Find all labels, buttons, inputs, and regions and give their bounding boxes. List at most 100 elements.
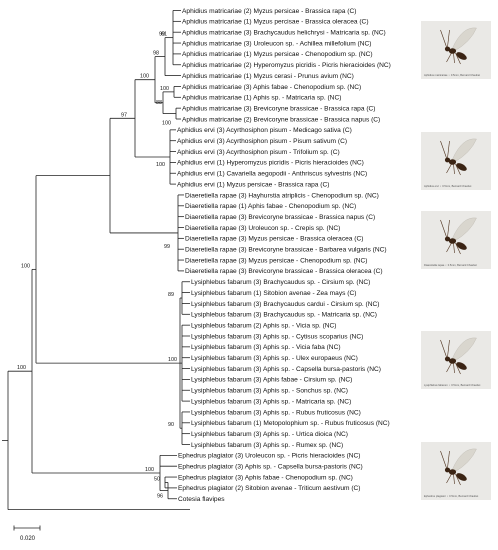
taxon-label: Aphidius matricariae (2) Hyperomyzus pic… xyxy=(182,62,391,69)
taxon-label: Lysiphlebus fabarum (3) Brachycaudus sp.… xyxy=(191,279,370,286)
wasp-legs xyxy=(446,163,461,176)
taxon-label: Diaeretiella rapae (3) Myzus persicae - … xyxy=(185,257,368,264)
specimen-photo: Aphidius matricariae ♀ 0.5mm, Bernard Ch… xyxy=(421,21,491,79)
wasp-antenna xyxy=(447,450,450,469)
wasp-head xyxy=(444,157,451,163)
tree-branches xyxy=(2,10,190,511)
wasp-antenna xyxy=(447,29,450,48)
wasp-wing xyxy=(452,337,477,362)
bootstrap-value: 100 xyxy=(145,467,154,473)
taxon-label: Aphidius ervi (1) Cavariella aegopodii -… xyxy=(177,171,367,178)
wasp-head xyxy=(444,236,451,242)
taxon-label: Lysiphlebus fabarum (3) Brachycaudus car… xyxy=(191,301,379,308)
specimen-photo: Lysiphlebus fabarum ♀ 0.5mm, Bernard Cha… xyxy=(421,331,491,389)
specimen-photos: Aphidius matricariae ♀ 0.5mm, Bernard Ch… xyxy=(421,21,491,500)
scale-bar-label: 0.020 xyxy=(20,536,36,542)
photo-caption: Aphidius matricariae ♀ 0.5mm, Bernard Ch… xyxy=(424,73,480,77)
bootstrap-value: 99 xyxy=(159,32,165,38)
taxon-label: Diaeretiella rapae (3) Hayhurstia atripl… xyxy=(185,192,379,199)
taxon-label: Aphidius matricariae (3) Brachycaudus he… xyxy=(182,30,386,37)
taxon-label: Aphidius ervi (3) Acyrthosiphon pisum - … xyxy=(177,138,347,145)
wasp-head xyxy=(444,356,451,362)
taxon-label: Lysiphlebus fabarum (2) Aphis sp. - Vici… xyxy=(191,322,337,329)
wasp-wing xyxy=(452,448,477,473)
taxon-label: Lysiphlebus fabarum (3) Aphis sp. - Urti… xyxy=(191,431,348,438)
photo-caption: Ephedrus plagiator ♀ 0.5mm, Bernard Chau… xyxy=(424,494,479,498)
taxon-label: Cotesia flavipes xyxy=(178,496,225,503)
wasp-thorax xyxy=(448,469,457,475)
wasp-thorax xyxy=(448,358,457,364)
specimen-photo: Diaeretiella rapae ♀ 0.5mm, Bernard Chau… xyxy=(421,211,491,269)
wasp-antenna xyxy=(440,339,447,358)
bootstrap-value: 100 xyxy=(140,74,149,80)
taxon-label: Ephedrus plagiator (3) Aphis sp. - Capse… xyxy=(178,464,363,471)
taxon-label: Lysiphlebus fabarum (3) Aphis sp. - Sonc… xyxy=(191,388,348,395)
wasp-antenna xyxy=(447,339,450,358)
taxon-label: Lysiphlebus fabarum (1) Sitobion avenae … xyxy=(191,290,356,297)
bootstrap-value: 88 xyxy=(156,100,162,106)
bootstrap-value: 100 xyxy=(21,263,30,269)
specimen-photo: Aphidius ervi ♀ 0.5mm, Bernard Chaubet xyxy=(421,132,491,190)
wasp-antenna xyxy=(440,219,447,238)
taxon-label: Ephedrus plagiator (3) Uroleucon sp. - P… xyxy=(178,453,361,460)
taxon-label: Aphidius matricariae (3) Brevicoryne bra… xyxy=(182,105,375,112)
bootstrap-values: 6199981008810010010097998910090100509610… xyxy=(17,32,177,500)
taxon-label: Lysiphlebus fabarum (1) Metopolophium sp… xyxy=(191,420,390,427)
taxon-label: Aphidius matricariae (3) Aphis fabae - C… xyxy=(182,84,361,91)
photo-caption: Lysiphlebus fabarum ♀ 0.5mm, Bernard Cha… xyxy=(424,383,481,387)
taxon-label: Ephedrus plagiator (2) Sitobion avenae -… xyxy=(178,485,361,492)
taxon-label: Diaeretiella rapae (3) Myzus persicae - … xyxy=(185,236,363,243)
taxon-label: Aphidius matricariae (1) Myzus cerasi - … xyxy=(182,73,354,80)
wasp-abdomen xyxy=(456,163,467,171)
taxon-label: Aphidius matricariae (2) Brevicoryne bra… xyxy=(182,116,380,123)
taxon-label: Aphidius matricariae (1) Myzus persicae … xyxy=(182,51,373,58)
taxon-label: Ephedrus plagiator (3) Aphis fabae - Che… xyxy=(178,474,353,481)
wasp-legs xyxy=(446,52,461,65)
taxon-label: Aphidius matricariae (2) Myzus persicae … xyxy=(182,8,356,15)
wasp-head xyxy=(444,467,451,473)
scale-bar: 0.020 xyxy=(13,525,41,542)
taxon-label: Aphidius matricariae (3) Uroleucon sp. -… xyxy=(182,40,371,47)
bootstrap-value: 98 xyxy=(153,51,159,57)
photo-caption: Aphidius ervi ♀ 0.5mm, Bernard Chaubet xyxy=(424,184,472,188)
wasp-thorax xyxy=(448,48,457,54)
taxon-labels: Aphidius matricariae (2) Myzus persicae … xyxy=(177,8,391,503)
wasp-abdomen xyxy=(456,362,467,370)
bootstrap-value: 61 xyxy=(161,32,167,38)
taxon-label: Aphidius ervi (3) Acyrthosiphon pisum - … xyxy=(177,149,340,156)
taxon-label: Aphidius ervi (1) Myzus persicae - Brass… xyxy=(177,181,329,188)
taxon-label: Aphidius ervi (3) Acyrthosiphon pisum - … xyxy=(177,127,352,134)
taxon-label: Lysiphlebus fabarum (3) Aphis sp. - Cyti… xyxy=(191,333,363,340)
taxon-label: Lysiphlebus fabarum (3) Aphis sp. - Caps… xyxy=(191,366,381,373)
taxon-label: Lysiphlebus fabarum (3) Aphis sp. - Ulex… xyxy=(191,355,358,362)
bootstrap-value: 50 xyxy=(154,476,160,482)
bootstrap-value: 97 xyxy=(121,112,127,118)
taxon-label: Diaeretiella rapae (3) Brevicoryne brass… xyxy=(185,247,387,254)
taxon-label: Diaeretiella rapae (3) Brevicoryne brass… xyxy=(185,214,375,221)
bootstrap-value: 100 xyxy=(17,365,26,371)
wasp-wing xyxy=(452,138,477,163)
specimen-photo: Ephedrus plagiator ♀ 0.5mm, Bernard Chau… xyxy=(421,442,491,500)
bootstrap-value: 90 xyxy=(168,422,174,428)
wasp-thorax xyxy=(448,159,457,165)
bootstrap-value: 99 xyxy=(164,244,170,250)
wasp-antenna xyxy=(440,29,447,48)
bootstrap-value: 100 xyxy=(160,86,169,92)
wasp-legs xyxy=(446,362,461,375)
wasp-thorax xyxy=(448,238,457,244)
bootstrap-value: 100 xyxy=(156,162,165,168)
taxon-label: Diaeretiella rapae (3) Brevicoryne brass… xyxy=(185,268,383,275)
wasp-antenna xyxy=(447,140,450,159)
wasp-antenna xyxy=(440,450,447,469)
taxon-label: Aphidius matricariae (1) Myzus percisae … xyxy=(182,19,369,26)
wasp-wing xyxy=(452,217,477,242)
wasp-antenna xyxy=(447,219,450,238)
wasp-abdomen xyxy=(456,52,467,60)
wasp-head xyxy=(444,46,451,52)
taxon-label: Aphidius ervi (1) Hyperomyzus picridis -… xyxy=(177,160,364,167)
wasp-abdomen xyxy=(456,473,467,481)
taxon-label: Lysiphlebus fabarum (3) Aphis sp. - Matr… xyxy=(191,398,351,405)
taxon-label: Lysiphlebus fabarum (3) Brachycaudus sp.… xyxy=(191,312,377,319)
bootstrap-value: 89 xyxy=(168,292,174,298)
